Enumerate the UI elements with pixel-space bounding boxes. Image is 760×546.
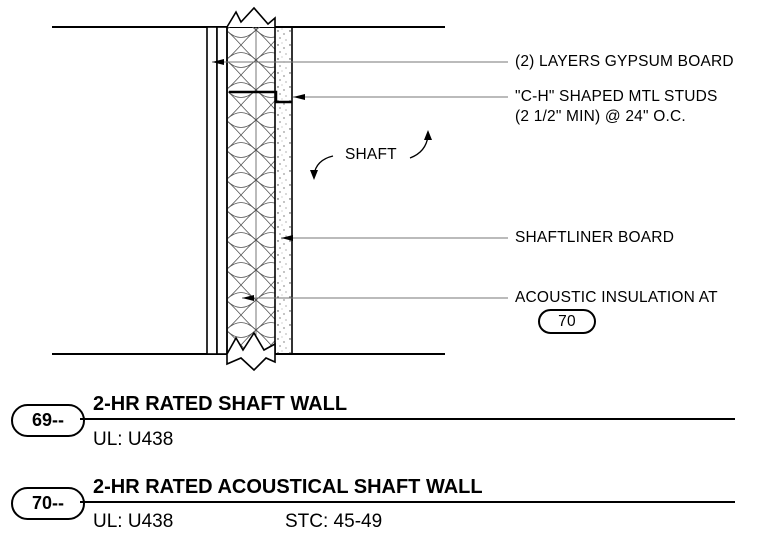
- detail-69-tag[interactable]: 69--: [11, 404, 85, 437]
- detail-70-title: 2-HR RATED ACOUSTICAL SHAFT WALL: [93, 476, 483, 498]
- detail-70-number: 70--: [31, 493, 64, 513]
- gypsum-layer-inner: [216, 26, 228, 355]
- shaft-note: SHAFT: [345, 146, 397, 163]
- shaftliner-board: [274, 26, 293, 355]
- detail-70-stc: STC: 45-49: [285, 511, 383, 532]
- acoustic-insulation: [227, 27, 275, 354]
- studs-note-line2: (2 1/2" MIN) @ 24" O.C.: [515, 108, 686, 125]
- gypsum-layer-outer: [206, 26, 218, 355]
- leader-lines: [212, 59, 508, 301]
- studs-note-line1: "C-H" SHAPED MTL STUDS: [515, 88, 718, 105]
- wall-assembly: [206, 6, 293, 372]
- gypsum-board-note: (2) LAYERS GYPSUM BOARD: [515, 53, 734, 70]
- detail-69-number: 69--: [31, 410, 64, 430]
- title-rules: [80, 418, 735, 503]
- break-line-bottom: [226, 331, 276, 372]
- detail-69-title: 2-HR RATED SHAFT WALL: [93, 393, 348, 415]
- shaft-arrows: [310, 130, 432, 180]
- insulation-detail-ref-label: 70: [558, 312, 576, 330]
- insulation-note: ACOUSTIC INSULATION AT: [515, 289, 718, 306]
- detail-69-ul: UL: U438: [93, 429, 174, 450]
- detail-70-ul: UL: U438: [93, 511, 174, 532]
- break-line-top: [226, 6, 276, 28]
- insulation-detail-ref[interactable]: 70: [538, 309, 596, 334]
- detail-70-tag[interactable]: 70--: [11, 487, 85, 520]
- c-h-stud: [229, 90, 292, 104]
- shaftliner-note: SHAFTLINER BOARD: [515, 229, 675, 246]
